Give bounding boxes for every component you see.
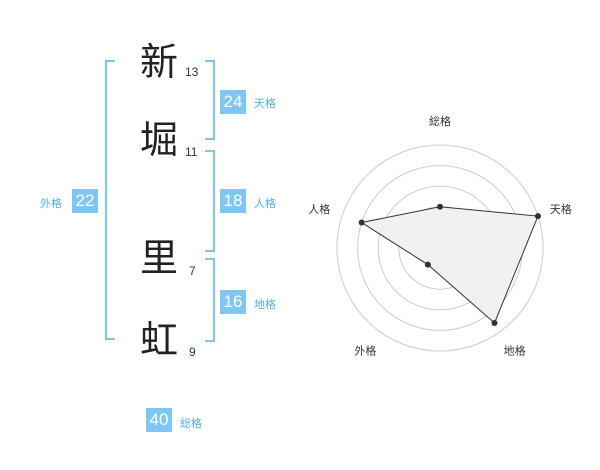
- stroke-count-2: 11: [185, 145, 198, 159]
- name-char-2: 堀: [140, 118, 179, 162]
- stroke-count-4: 9: [189, 345, 196, 359]
- tenkaku-value: 24: [220, 90, 246, 114]
- stroke-count-3: 7: [189, 264, 196, 278]
- soukaku-label: 総格: [180, 417, 202, 430]
- name-char-3: 里: [140, 236, 179, 280]
- radar-axis-label-5: 人格: [308, 202, 330, 216]
- radar-axis-label-3: 地格: [504, 344, 526, 358]
- chikaku-label: 地格: [254, 298, 276, 311]
- name-char-4: 虹: [140, 318, 179, 362]
- jinkaku-value: 18: [220, 189, 246, 213]
- radar-point-3: [491, 319, 498, 326]
- gaikaku-label: 外格: [40, 197, 62, 210]
- jinkaku-bracket: [205, 150, 215, 252]
- radar-point-1: [437, 203, 443, 210]
- radar-axis-label-1: 総格: [429, 114, 451, 128]
- soukaku-value: 40: [146, 408, 172, 432]
- radar-point-5: [358, 219, 365, 226]
- chikaku-value: 16: [220, 290, 246, 314]
- radar-axis-label-4: 外格: [354, 344, 376, 358]
- name-char-1: 新: [140, 40, 179, 84]
- radar-axis-label-2: 天格: [550, 202, 572, 216]
- tenkaku-label: 天格: [254, 97, 276, 110]
- radar-ring: [336, 144, 544, 352]
- gaikaku-bracket: [105, 60, 115, 340]
- radar-point-2: [534, 213, 541, 220]
- radar-point-4: [424, 261, 431, 268]
- stroke-count-1: 13: [185, 65, 199, 79]
- chikaku-bracket: [205, 258, 215, 342]
- jinkaku-label: 人格: [254, 197, 276, 210]
- gaikaku-value: 22: [72, 189, 98, 213]
- radar-polygon: [360, 206, 539, 324]
- tenkaku-bracket: [205, 60, 215, 140]
